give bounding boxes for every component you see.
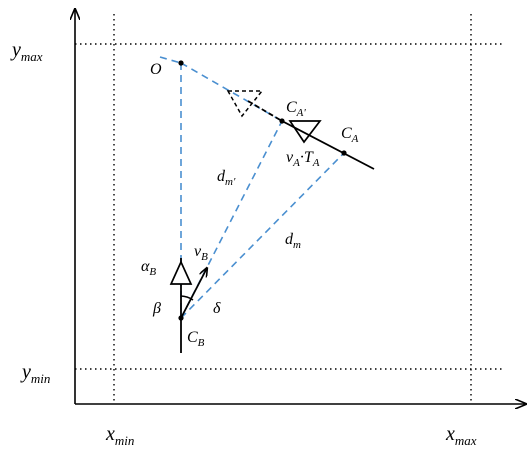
trajectory-a-solid bbox=[281, 120, 375, 170]
line-o-to-ca-prime bbox=[180, 62, 283, 122]
label-beta: β bbox=[152, 300, 161, 317]
label-x-min: xmin bbox=[105, 423, 134, 448]
line-o-short bbox=[159, 56, 182, 64]
label-y-min: ymin bbox=[20, 361, 50, 386]
label-delta: δ bbox=[213, 300, 221, 317]
vehicle-a-icon bbox=[288, 120, 322, 144]
label-c-b: CB bbox=[187, 329, 205, 349]
point-cb bbox=[178, 315, 184, 321]
label-y-max: ymax bbox=[10, 39, 43, 64]
point-ca bbox=[341, 150, 347, 156]
angle-beta-arc bbox=[180, 295, 194, 301]
line-dm bbox=[180, 152, 345, 319]
vehicle-b-icon bbox=[169, 259, 193, 285]
label-d-m-prime: dm' bbox=[217, 168, 236, 188]
label-va-ta: vA·TA bbox=[286, 149, 320, 169]
vehicle-a-previous-icon bbox=[226, 90, 264, 118]
label-v-b: vB bbox=[194, 243, 208, 263]
label-d-m: dm bbox=[285, 231, 301, 251]
trajectory-a-dashed bbox=[247, 100, 283, 122]
label-c-a: CA bbox=[341, 125, 359, 145]
point-o bbox=[178, 60, 184, 66]
label-alpha-b: αB bbox=[141, 258, 156, 278]
velocity-b-arrow bbox=[180, 268, 207, 319]
label-origin: O bbox=[150, 61, 162, 78]
label-x-max: xmax bbox=[445, 423, 477, 448]
label-c-a-prime: CA' bbox=[286, 99, 306, 119]
point-ca-prime bbox=[279, 118, 285, 124]
